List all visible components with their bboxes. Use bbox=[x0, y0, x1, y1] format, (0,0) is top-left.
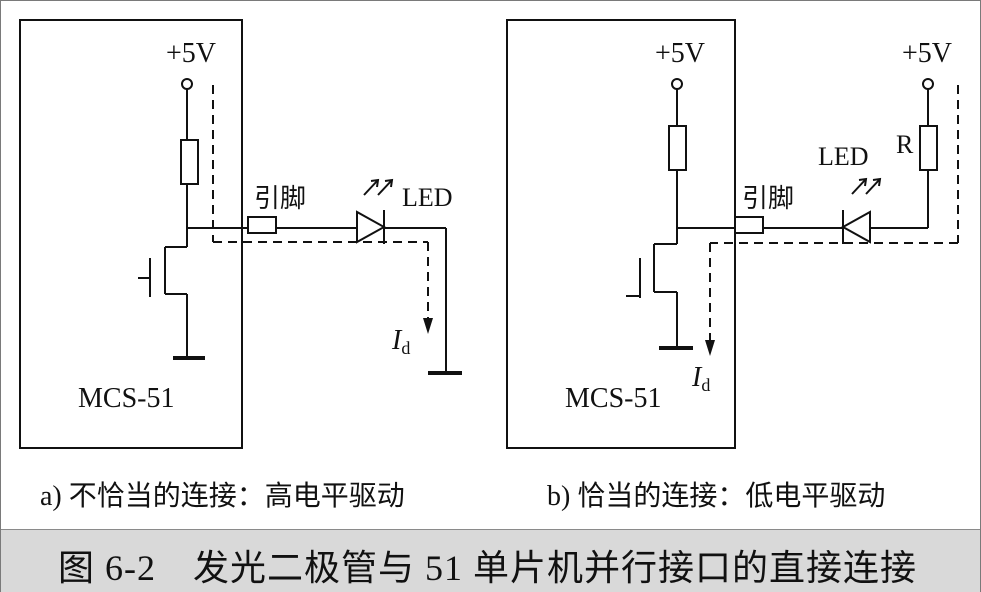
pin-label-a: 引脚 bbox=[254, 184, 307, 213]
current-path-a bbox=[212, 85, 429, 318]
mosfet-a bbox=[138, 228, 205, 360]
led-label-a: LED bbox=[402, 183, 453, 212]
resistor-label-r: R bbox=[896, 130, 914, 159]
pin-b bbox=[734, 216, 764, 234]
current-arrow-a bbox=[423, 318, 433, 334]
panel-a bbox=[19, 19, 462, 449]
current-label-a: Id bbox=[392, 325, 411, 358]
caption-a: a) 不恰当的连接：高电平驱动 bbox=[40, 481, 405, 512]
caption-b: b) 恰当的连接：低电平驱动 bbox=[547, 481, 886, 512]
figure-title-bar bbox=[1, 529, 980, 592]
panel-b bbox=[506, 19, 959, 449]
current-path-b bbox=[709, 85, 959, 340]
figure-title: 图 6-2 发光二极管与 51 单片机并行接口的直接连接 bbox=[58, 548, 917, 588]
led-label-b: LED bbox=[818, 142, 869, 171]
led-a bbox=[356, 178, 394, 244]
mosfet-b bbox=[626, 228, 693, 350]
mcs51-chip-box-a bbox=[19, 19, 243, 449]
led-b bbox=[840, 177, 882, 244]
current-arrow-b bbox=[705, 340, 715, 356]
supply-terminal-a bbox=[181, 78, 193, 90]
pullup-resistor-a bbox=[180, 139, 199, 185]
supply-label-a: +5V bbox=[166, 38, 217, 69]
supply-label-chip-b: +5V bbox=[655, 38, 706, 69]
supply-terminal-chip-b bbox=[671, 78, 683, 90]
chip-label-b: MCS-51 bbox=[565, 383, 662, 414]
pullup-resistor-b bbox=[668, 125, 687, 171]
pin-label-b: 引脚 bbox=[742, 184, 795, 213]
pin-a bbox=[247, 216, 277, 234]
supply-terminal-ext-b bbox=[922, 78, 934, 90]
supply-label-ext-b: +5V bbox=[902, 38, 953, 69]
current-label-b: Id bbox=[692, 362, 711, 395]
chip-label-a: MCS-51 bbox=[78, 383, 175, 414]
series-resistor-r bbox=[919, 125, 938, 171]
